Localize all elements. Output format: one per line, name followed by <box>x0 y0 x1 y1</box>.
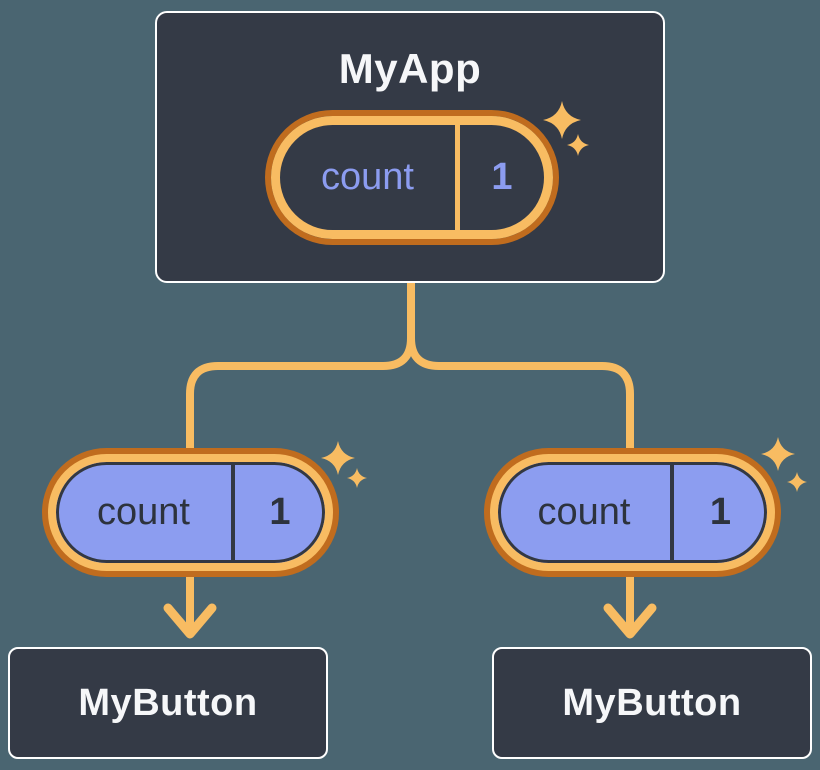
component-card-child-left: MyButton <box>8 647 328 759</box>
arrow-down-icon <box>163 603 217 639</box>
component-name: MyButton <box>562 681 742 724</box>
component-card-root: MyApp count 1 <box>155 11 665 283</box>
sparkle-icon <box>787 472 807 492</box>
sparkles-child-left <box>321 441 367 488</box>
sparkle-icon <box>321 441 355 475</box>
state-pill-root: count 1 <box>271 116 553 239</box>
state-key: count <box>321 156 414 198</box>
state-pill-child-right: count 1 <box>490 454 775 571</box>
state-value: 1 <box>455 125 544 230</box>
sparkle-icon <box>347 468 367 488</box>
state-value: 1 <box>231 462 325 563</box>
component-card-child-right: MyButton <box>492 647 812 759</box>
state-pill-child-left: count 1 <box>48 454 333 571</box>
component-name: MyApp <box>338 45 482 92</box>
arrow-down-icon <box>603 603 657 639</box>
state-key: count <box>97 491 190 533</box>
state-value: 1 <box>670 462 767 563</box>
state-key: count <box>537 491 631 533</box>
component-name: MyButton <box>78 681 258 724</box>
